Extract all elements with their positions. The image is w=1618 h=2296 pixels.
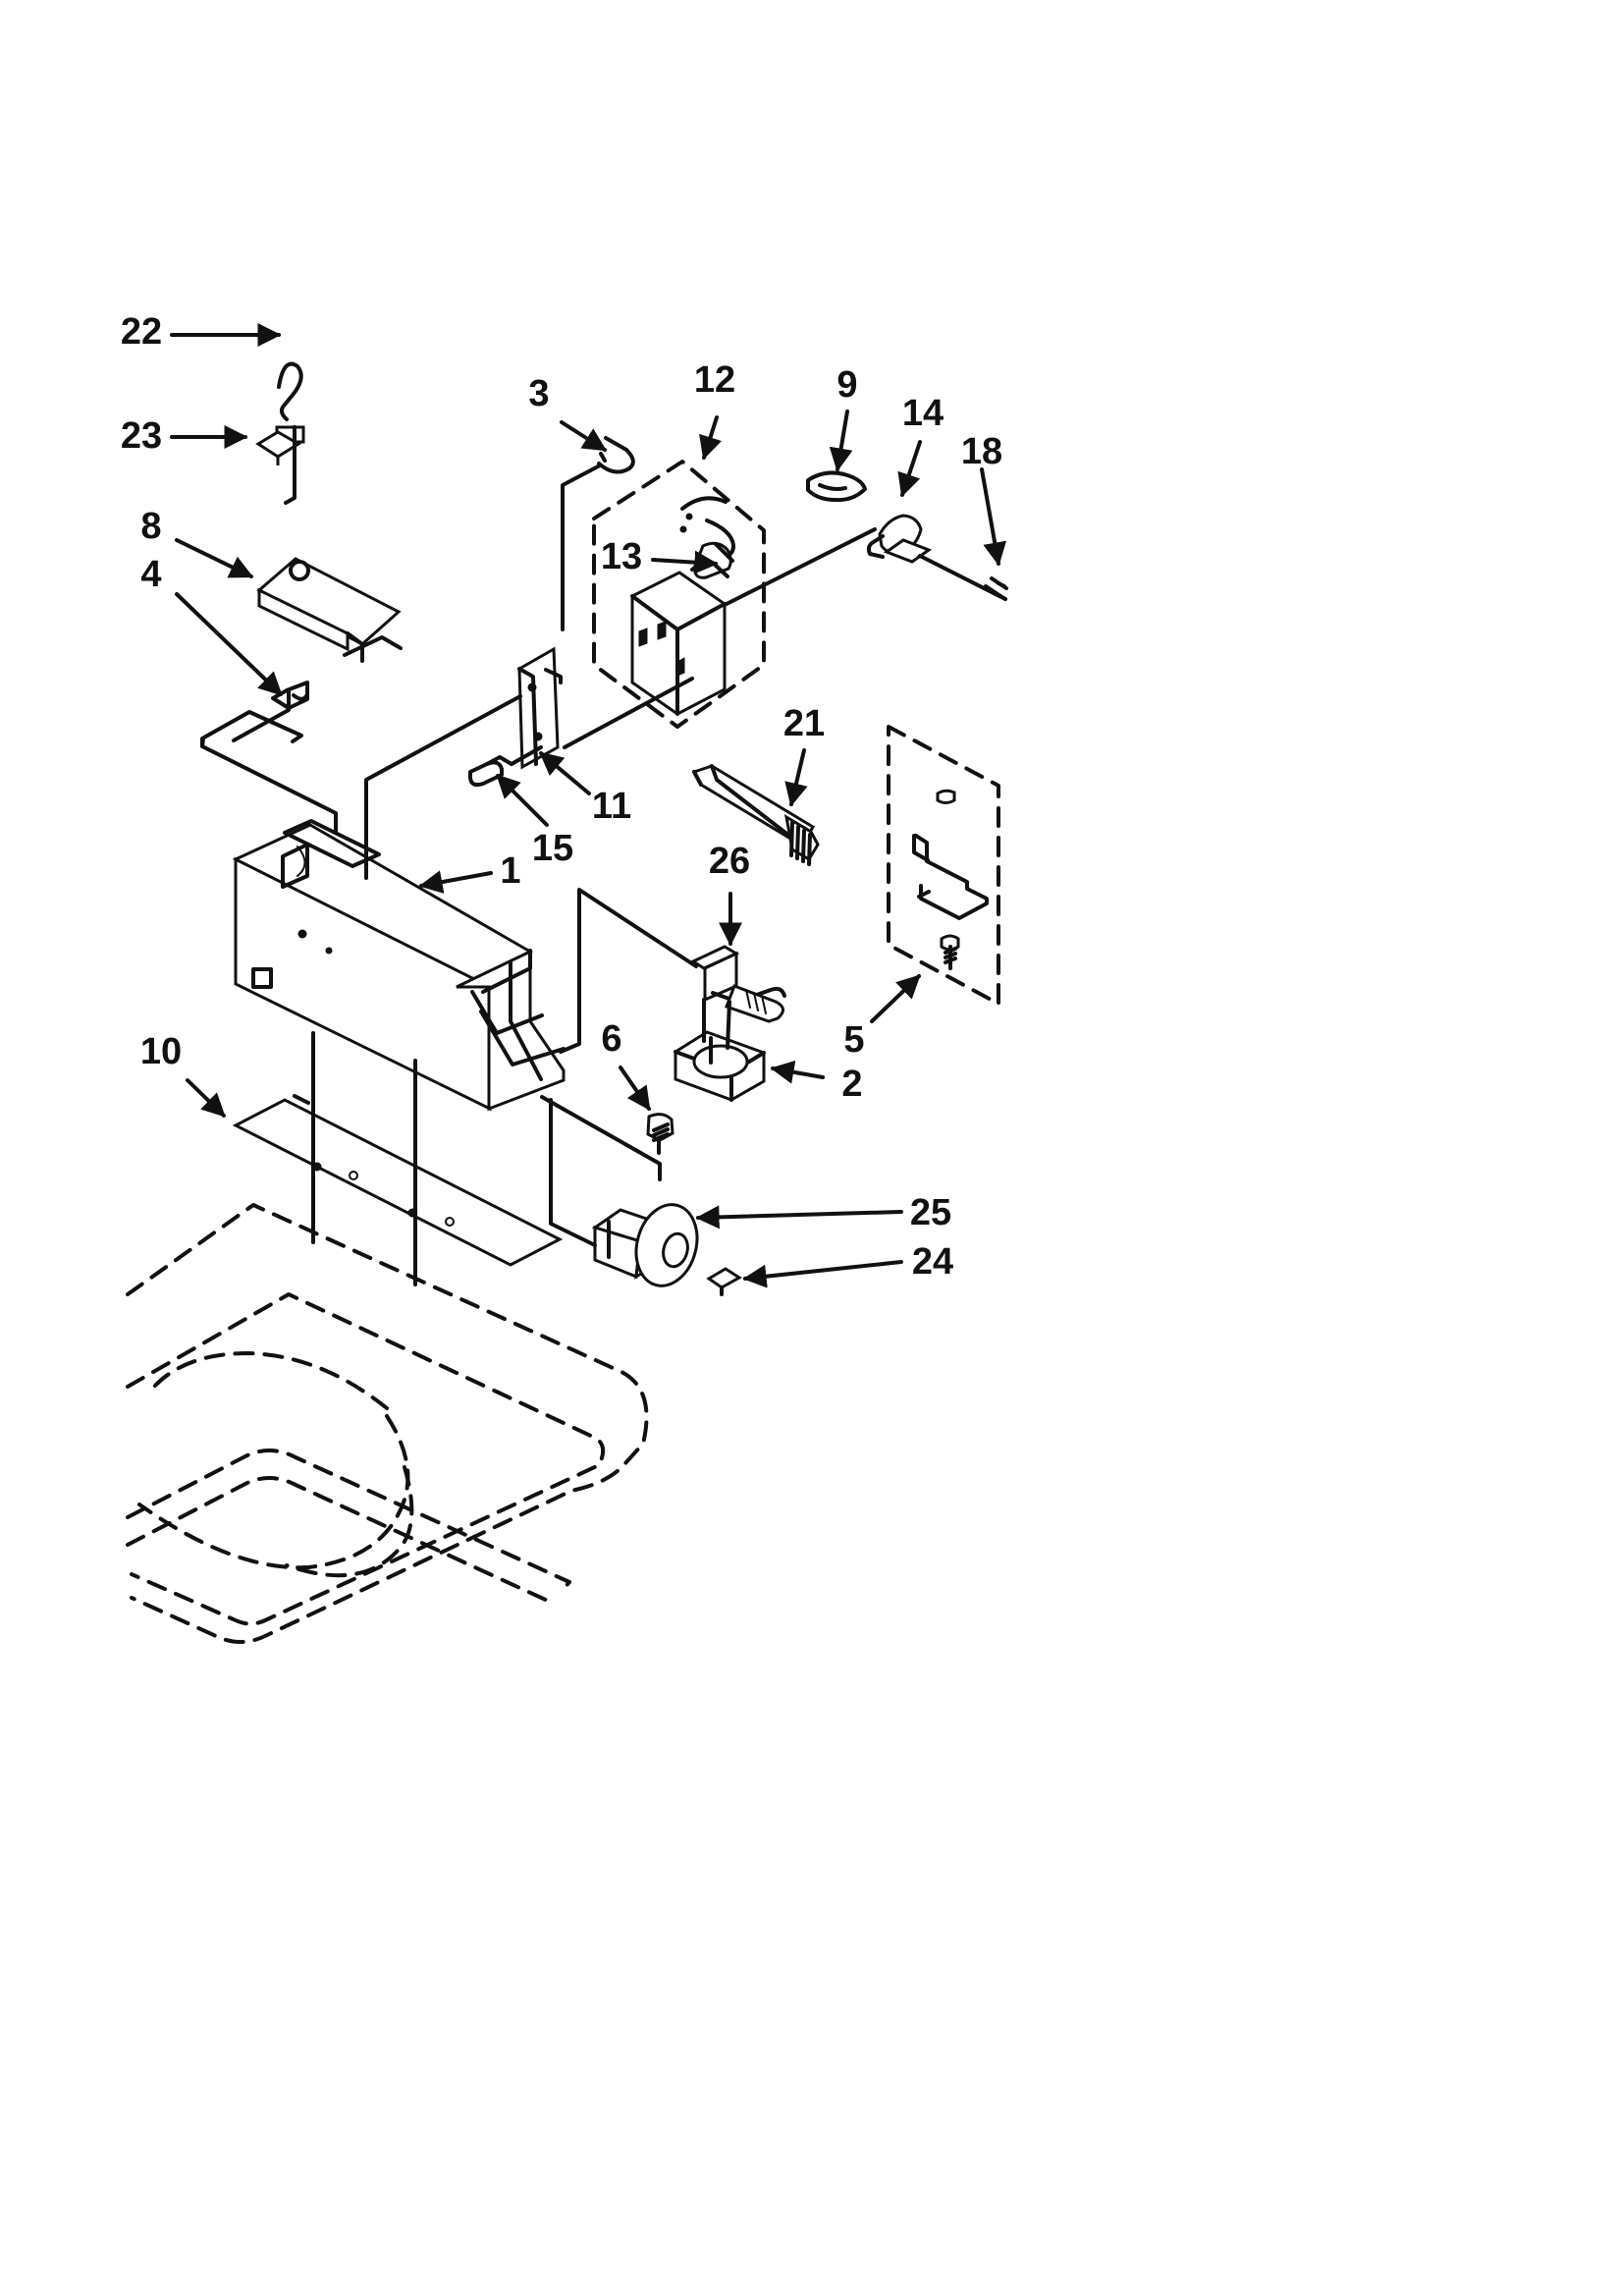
part-label-10: 10 (140, 1031, 182, 1072)
part-label-22: 22 (121, 311, 162, 353)
connector-lines (311, 694, 522, 1286)
part-label-18: 18 (961, 431, 1002, 472)
part-label-4: 4 (140, 554, 161, 595)
part-label-24: 24 (912, 1241, 953, 1283)
part-label-3: 3 (528, 373, 549, 414)
callout-arrows (170, 323, 1007, 1288)
part-label-12: 12 (694, 359, 735, 401)
upper-left-bracket-assembly (200, 361, 403, 835)
part-label-14: 14 (902, 393, 944, 434)
part-label-23: 23 (121, 415, 162, 457)
screw-and-bracket-3-11 (468, 436, 635, 788)
part-label-6: 6 (601, 1018, 621, 1060)
part-label-1: 1 (500, 850, 520, 892)
knob-assembly-25-24 (549, 1098, 742, 1296)
part-label-21: 21 (783, 703, 825, 744)
part-label-26: 26 (709, 841, 750, 882)
clip-9 (806, 470, 867, 503)
part-label-15: 15 (532, 828, 573, 869)
bottom-plate-10 (232, 1094, 564, 1267)
part-label-2: 2 (841, 1064, 862, 1105)
part-label-9: 9 (836, 364, 857, 406)
shaft-mount-14-18 (866, 514, 1008, 601)
part-label-11: 11 (592, 786, 631, 827)
part-label-5: 5 (843, 1019, 864, 1061)
component-group-12-outline (592, 460, 766, 729)
timer-components (563, 496, 877, 749)
shaft-21 (691, 764, 820, 866)
pedal-cup-26-2 (540, 888, 786, 1181)
part-labels: 22 23 8 4 3 12 9 14 18 13 11 15 21 1 26 … (121, 311, 1002, 1283)
part-label-13: 13 (601, 536, 642, 577)
part-label-8: 8 (140, 506, 161, 547)
hardware-group-5 (912, 789, 989, 970)
component-group-5-outline (887, 725, 1000, 1006)
part-label-25: 25 (910, 1192, 951, 1233)
switch-box (232, 819, 566, 1112)
screw-6 (646, 1113, 674, 1155)
cabinet-dashed-outline (126, 1203, 649, 1644)
